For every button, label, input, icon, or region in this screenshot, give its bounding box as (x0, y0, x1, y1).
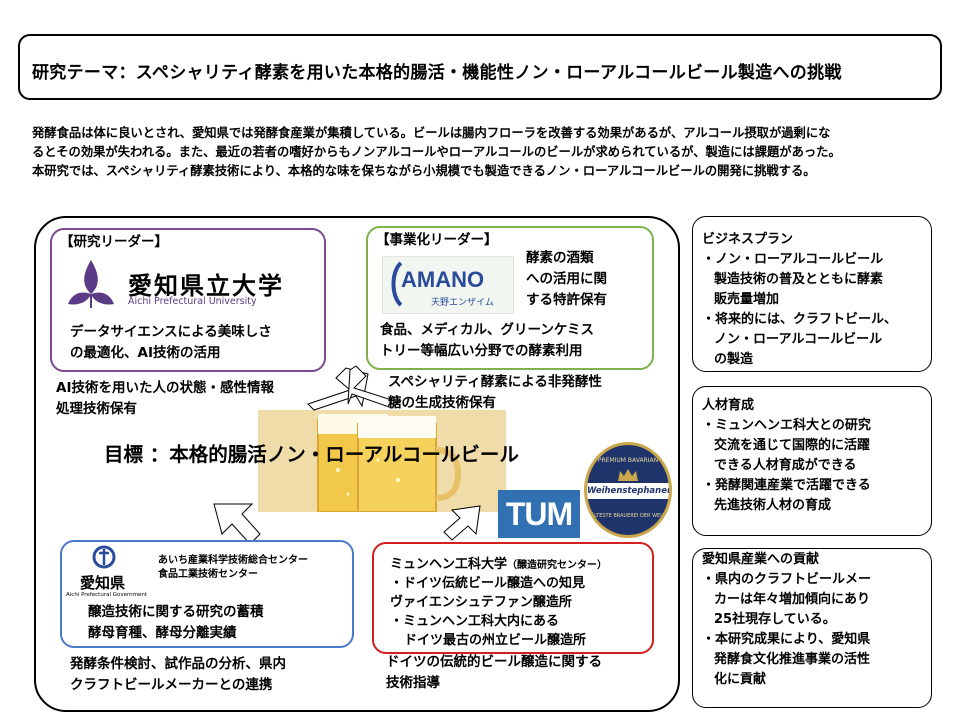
business-plan-line: ノン・ローアルコールビール (714, 332, 883, 347)
badge-top-text: PREMIUM BAVARIAN (597, 457, 659, 464)
hr-text: 人材育成 ・ミュンヘンエ科大との研究 交流を通じて国際的に活躍 できる人材育成が… (702, 396, 871, 516)
arrow-lower-left-icon (213, 503, 261, 545)
note-line: 処理技術保有 (56, 401, 137, 417)
aichi-univ-emblem-icon (68, 260, 114, 308)
crown-icon (618, 469, 638, 481)
desc-line: 酵母育種、酵母分離実績 (88, 625, 237, 641)
business-leader-side: 酵素の酒類 への活用に関 する特許保有 (526, 248, 607, 311)
amano-logo-name: AMANO (401, 267, 485, 292)
note-line: スペシャリティ酵素による非発酵性 (388, 374, 602, 390)
contribution-line: 化に貢献 (714, 672, 767, 687)
research-leader-desc: データサイエンスによる美味しさ の最適化、AI技術の活用 (70, 322, 272, 364)
aichi-pref-note: 発酵条件検討、試作品の分析、県内 クラフトビールメーカーとの連携 (70, 654, 286, 696)
note-line: AI技術を用いた人の状態・感性情報 (56, 380, 274, 396)
tum-logo: TUM (498, 490, 580, 538)
note-line: 技術指導 (386, 675, 440, 691)
arrow-lower-right-icon (443, 505, 481, 541)
aichi-pref-desc: 醸造技術に関する研究の蓄積 酵母育種、酵母分離実績 (88, 602, 264, 644)
tum-lines: ・ドイツ伝統ビール醸造への知見 ヴァイエンシュテファン醸造所 ・ミュンヘン工科大… (390, 574, 586, 650)
desc-line: トリー等幅広い分野での酵素利用 (380, 343, 583, 359)
note-line: 発酵条件検討、試作品の分析、県内 (70, 656, 286, 672)
contribution-line: カーは年々増加傾向にあり (714, 592, 871, 607)
title-box (18, 34, 942, 100)
desc-line: データサイエンスによる美味しさ (70, 324, 272, 340)
hr-line: 交流を通じて国際的に活躍 (714, 438, 871, 453)
aichi-pref-logo-name: 愛知県 (80, 574, 126, 592)
amano-logo: AMANO 天野エンザイム (382, 256, 514, 314)
amano-logo-mark-icon (391, 261, 403, 307)
aichi-univ-logo-name: 愛知県立大学 (128, 272, 284, 300)
badge-bottom-text: ÄLTESTE BRAUEREI DER WELT (590, 513, 666, 519)
aichi-pref-logo-sub: Aichi Prefectural Government (66, 592, 148, 598)
consortium-box (34, 216, 680, 712)
hr-line: 先進技術人材の育成 (714, 498, 832, 513)
contribution-box (692, 548, 932, 708)
intro-line: 本研究では、スペシャリティ酵素技術により、本格的な味を保ちながら小規模でも製造で… (32, 164, 816, 178)
tum-sub: （醸造研究センター） (507, 560, 608, 571)
tum-line: ヴァイエンシュテファン醸造所 (390, 595, 572, 610)
badge-name-text: Weihenstephaner (587, 483, 669, 499)
contribution-line: ・県内のクラフトビールメー (702, 572, 872, 587)
tum-line: ドイツ最古の州立ビール醸造所 (404, 633, 587, 648)
arrow-right-icon (347, 365, 399, 409)
page-title: 研究テーマ：スペシャリティ酵素を用いた本格的腸活・機能性ノン・ローアルコールビー… (32, 63, 842, 83)
intro-line: 発酵食品は体に良いとされ、愛知県では発酵食産業が集積している。ビールは腸内フロー… (32, 126, 831, 140)
goal-label: 目標 ：本格的腸活ノン・ローアルコールビール (104, 443, 519, 466)
weihenstephaner-badge: PREMIUM BAVARIAN Weihenstephaner ÄLTESTE… (584, 442, 672, 538)
research-leader-heading: 【研究リーダー】 (60, 234, 168, 250)
tum-line: ・ドイツ伝統ビール醸造への知見 (390, 576, 586, 591)
tum-name: ミュンヘン工科大学 (390, 557, 508, 572)
aichi-pref-emblem-icon (92, 545, 116, 569)
aichi-pref-card (60, 540, 354, 648)
note-line: 糖の生成技術保有 (388, 395, 496, 411)
amano-logo-sub: 天野エンザイム (431, 298, 494, 308)
hr-box (692, 386, 932, 536)
research-leader-note: AI技術を用いた人の状態・感性情報 処理技術保有 (56, 378, 274, 420)
business-plan-text: ビジネスプラン ・ノン・ローアルコールビール 製造技術の普及とともに酵素 販売量… (702, 230, 897, 370)
tum-note: ドイツの伝統的ビール醸造に関する 技術指導 (386, 652, 602, 694)
tum-name-row: ミュンヘン工科大学（醸造研究センター） (390, 554, 607, 576)
contribution-heading: 愛知県産業への貢献 (702, 552, 820, 567)
business-plan-heading: ビジネスプラン (702, 232, 794, 247)
business-plan-line: ・将来的には、クラフトビール、 (702, 312, 898, 327)
tum-card (372, 542, 654, 654)
note-line: ドイツの伝統的ビール醸造に関する (386, 654, 602, 670)
tum-logo-text: TUM (505, 496, 573, 532)
desc-line: の最適化、AI技術の活用 (70, 345, 221, 361)
intro-line: るとその効果が失われる。また、最近の若者の嗜好からもノンアルコールやローアルコー… (32, 145, 841, 159)
hr-heading: 人材育成 (702, 398, 755, 413)
beer-glasses-icon (258, 410, 506, 513)
hr-line: できる人材育成ができる (714, 458, 857, 473)
business-plan-line: 販売量増加 (714, 292, 780, 307)
aichi-pref-org: あいち産業科学技術総合センター 食品工業技術センター (158, 554, 308, 582)
beer-image (258, 410, 506, 513)
contribution-line: 25社現存している。 (714, 612, 836, 627)
org-line: あいち産業科学技術総合センター (158, 555, 308, 566)
business-plan-box (692, 216, 932, 372)
business-plan-line: ・ノン・ローアルコールビール (702, 252, 884, 267)
desc-line: 醸造技術に関する研究の蓄積 (88, 604, 264, 620)
business-plan-line: の製造 (714, 352, 754, 367)
intro-text: 発酵食品は体に良いとされ、愛知県では発酵食産業が集積している。ビールは腸内フロー… (32, 124, 952, 181)
note-line: クラフトビールメーカーとの連携 (70, 677, 273, 693)
hr-line: ・発酵関連産業で活躍できる (702, 478, 871, 493)
contribution-line: ・本研究成果により、愛知県 (702, 632, 871, 647)
side-line: する特許保有 (526, 292, 607, 308)
contribution-line: 発酵食文化推進事業の活性 (714, 652, 871, 667)
business-leader-heading: 【事業化リーダー】 (376, 232, 498, 248)
business-plan-line: 製造技術の普及とともに酵素 (714, 272, 884, 287)
aichi-univ-logo-sub: Aichi Prefectural University (128, 296, 257, 307)
contribution-text: 愛知県産業への貢献 ・県内のクラフトビールメー カーは年々増加傾向にあり 25社… (702, 550, 871, 690)
business-leader-note: スペシャリティ酵素による非発酵性 糖の生成技術保有 (388, 372, 602, 414)
tum-line: ・ミュンヘン工科大内にある (390, 614, 560, 629)
desc-line: 食品、メディカル、グリーンケミス (380, 322, 594, 338)
side-line: 酵素の酒類 (526, 250, 594, 266)
hr-line: ・ミュンヘンエ科大との研究 (702, 418, 871, 433)
business-leader-desc: 食品、メディカル、グリーンケミス トリー等幅広い分野での酵素利用 (380, 320, 594, 362)
side-line: への活用に関 (526, 271, 607, 287)
org-line: 食品工業技術センター (158, 569, 258, 580)
